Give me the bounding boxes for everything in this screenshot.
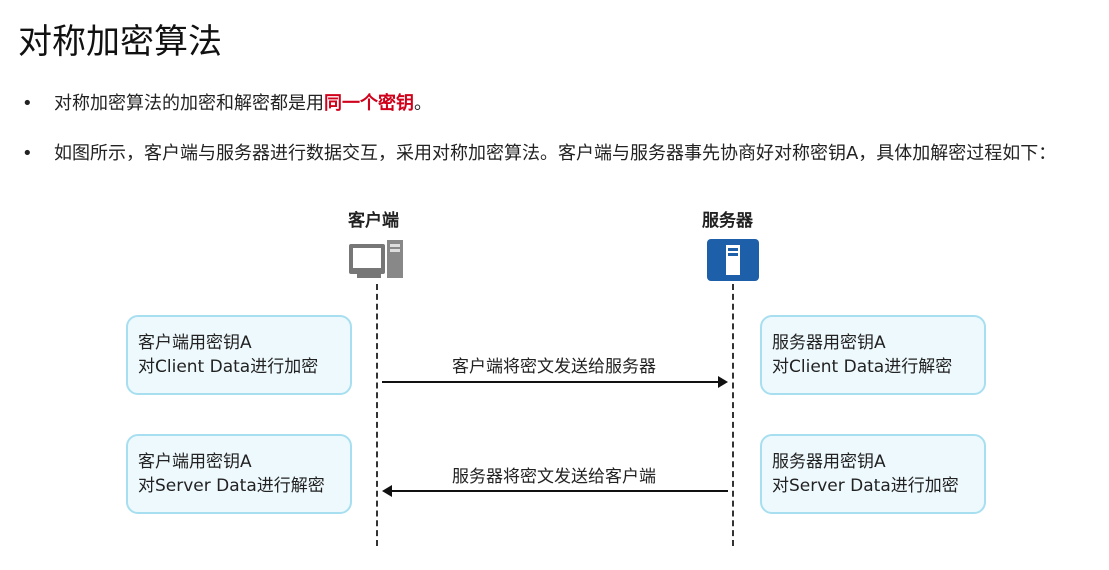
arrow2-label: 服务器将密文发送给客户端 bbox=[452, 467, 656, 487]
bullet-1: • 对称加密算法的加密和解密都是用同一个密钥。 bbox=[22, 88, 1092, 120]
bullet-dot: • bbox=[22, 143, 33, 164]
server-icon bbox=[707, 239, 759, 281]
bullet-2: • 如图所示，客户端与服务器进行数据交互，采用对称加密算法。客户端与服务器事先协… bbox=[22, 138, 1092, 170]
client-label: 客户端 bbox=[348, 211, 399, 231]
highlight-text: 同一个密钥 bbox=[324, 93, 414, 114]
bullet-text: 对称加密算法的加密和解密都是用 bbox=[54, 93, 324, 114]
bullet-dot: • bbox=[22, 93, 33, 114]
client-lifeline bbox=[376, 284, 378, 546]
arrow-right bbox=[382, 376, 728, 388]
bullet-text-end: 。 bbox=[414, 93, 432, 114]
server-label: 服务器 bbox=[702, 211, 753, 231]
server-lifeline bbox=[732, 284, 734, 546]
computer-icon bbox=[349, 240, 403, 278]
arrow-left bbox=[382, 485, 728, 497]
arrow1-label: 客户端将密文发送给服务器 bbox=[452, 357, 656, 377]
bullet-text: 如图所示，客户端与服务器进行数据交互，采用对称加密算法。客户端与服务器事先协商好… bbox=[54, 143, 1057, 164]
page-title: 对称加密算法 bbox=[18, 22, 222, 62]
